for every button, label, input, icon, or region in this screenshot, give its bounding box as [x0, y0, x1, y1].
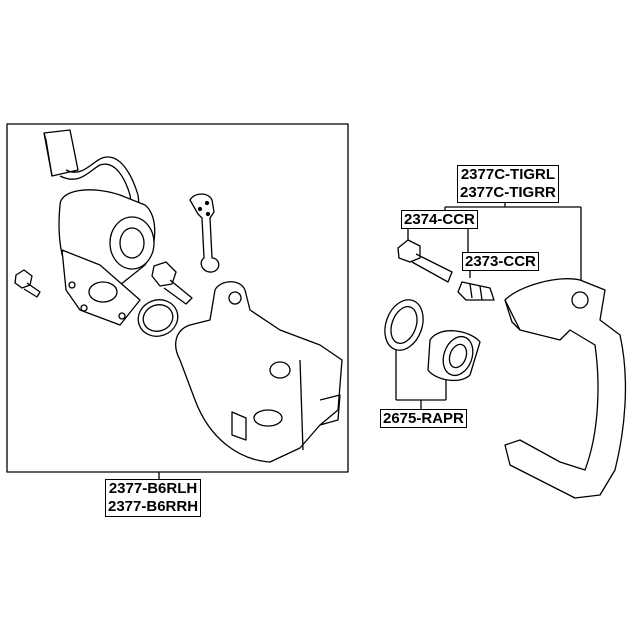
electric-connector	[43, 129, 140, 233]
guide-boot-part-number-label: 2373-CCR	[462, 252, 539, 271]
parking-brake-motor	[58, 189, 156, 326]
caliper-group-frame	[6, 123, 349, 473]
caliper-carrier	[504, 278, 627, 499]
carrier-part-number-label: 2377C-TIGRL 2377C-TIGRR	[457, 165, 559, 203]
o-ring	[137, 299, 179, 337]
part-number-rrh: 2377-B6RRH	[108, 498, 199, 515]
part-number-tigrr: 2377C-TIGRR	[460, 184, 556, 201]
sensor-bolt	[151, 261, 193, 305]
mounting-screw	[14, 269, 41, 298]
caliper-body	[175, 281, 343, 463]
guide-boot	[457, 281, 495, 301]
piston	[427, 330, 481, 382]
guide-bolt	[397, 239, 453, 283]
bleeder-screw	[189, 193, 220, 273]
part-number-rlh: 2377-B6RLH	[108, 480, 198, 497]
seal-kit-part-number-label: 2675-RAPR	[380, 409, 467, 428]
part-number-tigrl: 2377C-TIGRL	[460, 166, 556, 183]
caliper-part-number-label: 2377-B6RLH 2377-B6RRH	[105, 479, 202, 517]
dust-seal	[384, 299, 424, 351]
guide-bolt-part-number-label: 2374-CCR	[401, 210, 478, 229]
